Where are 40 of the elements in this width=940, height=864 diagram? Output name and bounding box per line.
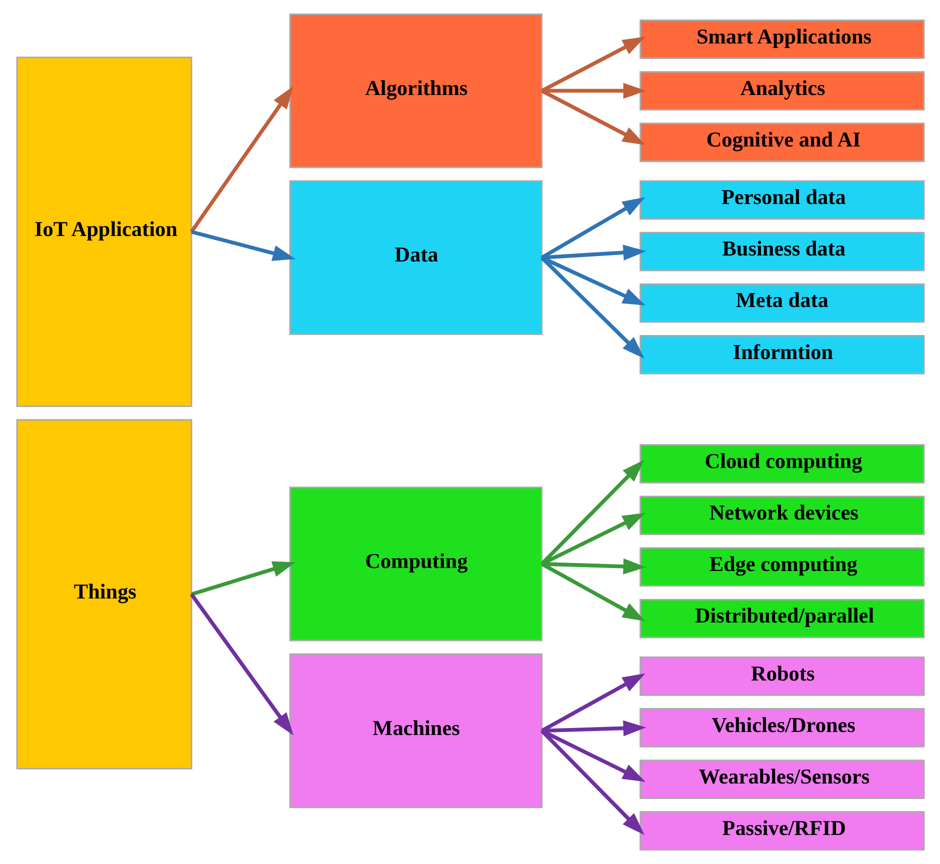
arrow <box>540 562 645 622</box>
node-box: Wearables/Sensors <box>639 760 924 799</box>
arrow <box>541 558 646 574</box>
arrow <box>540 460 644 566</box>
arrow <box>540 256 646 306</box>
arrow <box>540 729 645 782</box>
arrow <box>540 256 644 359</box>
node-box: IoT Application <box>16 56 192 407</box>
arrow <box>190 561 296 596</box>
node-box: Informtion <box>639 334 924 374</box>
node-box: Computing <box>288 486 542 642</box>
node-box: Network devices <box>639 496 924 536</box>
node-box: Distributed/parallel <box>639 598 924 638</box>
arrow <box>541 244 646 261</box>
arrow <box>540 729 644 835</box>
node-box: Cognitive and AI <box>639 122 924 162</box>
node-box: Algorithms <box>288 13 542 168</box>
node-box: Robots <box>639 656 924 696</box>
arrow <box>540 673 645 732</box>
arrow <box>540 197 645 260</box>
node-box: Personal data <box>639 180 924 220</box>
arrow <box>189 86 293 233</box>
node-box: Vehicles/Drones <box>639 708 924 748</box>
node-box: Meta data <box>639 283 924 323</box>
arrow <box>541 82 646 99</box>
arrow <box>540 512 645 566</box>
arrow <box>190 230 296 262</box>
node-box: Passive/RFID <box>639 811 924 851</box>
node-box: Smart Applications <box>639 20 924 59</box>
node-box: Analytics <box>639 71 924 110</box>
node-box: Cloud computing <box>639 444 924 484</box>
arrow <box>541 720 646 736</box>
node-box: Machines <box>288 653 542 808</box>
arrow <box>540 36 645 92</box>
arrow <box>189 593 293 736</box>
node-box: Things <box>16 419 192 770</box>
node-box: Edge computing <box>639 547 924 587</box>
arrow <box>540 89 645 145</box>
node-box: Data <box>288 180 542 335</box>
node-box: Business data <box>639 232 924 272</box>
